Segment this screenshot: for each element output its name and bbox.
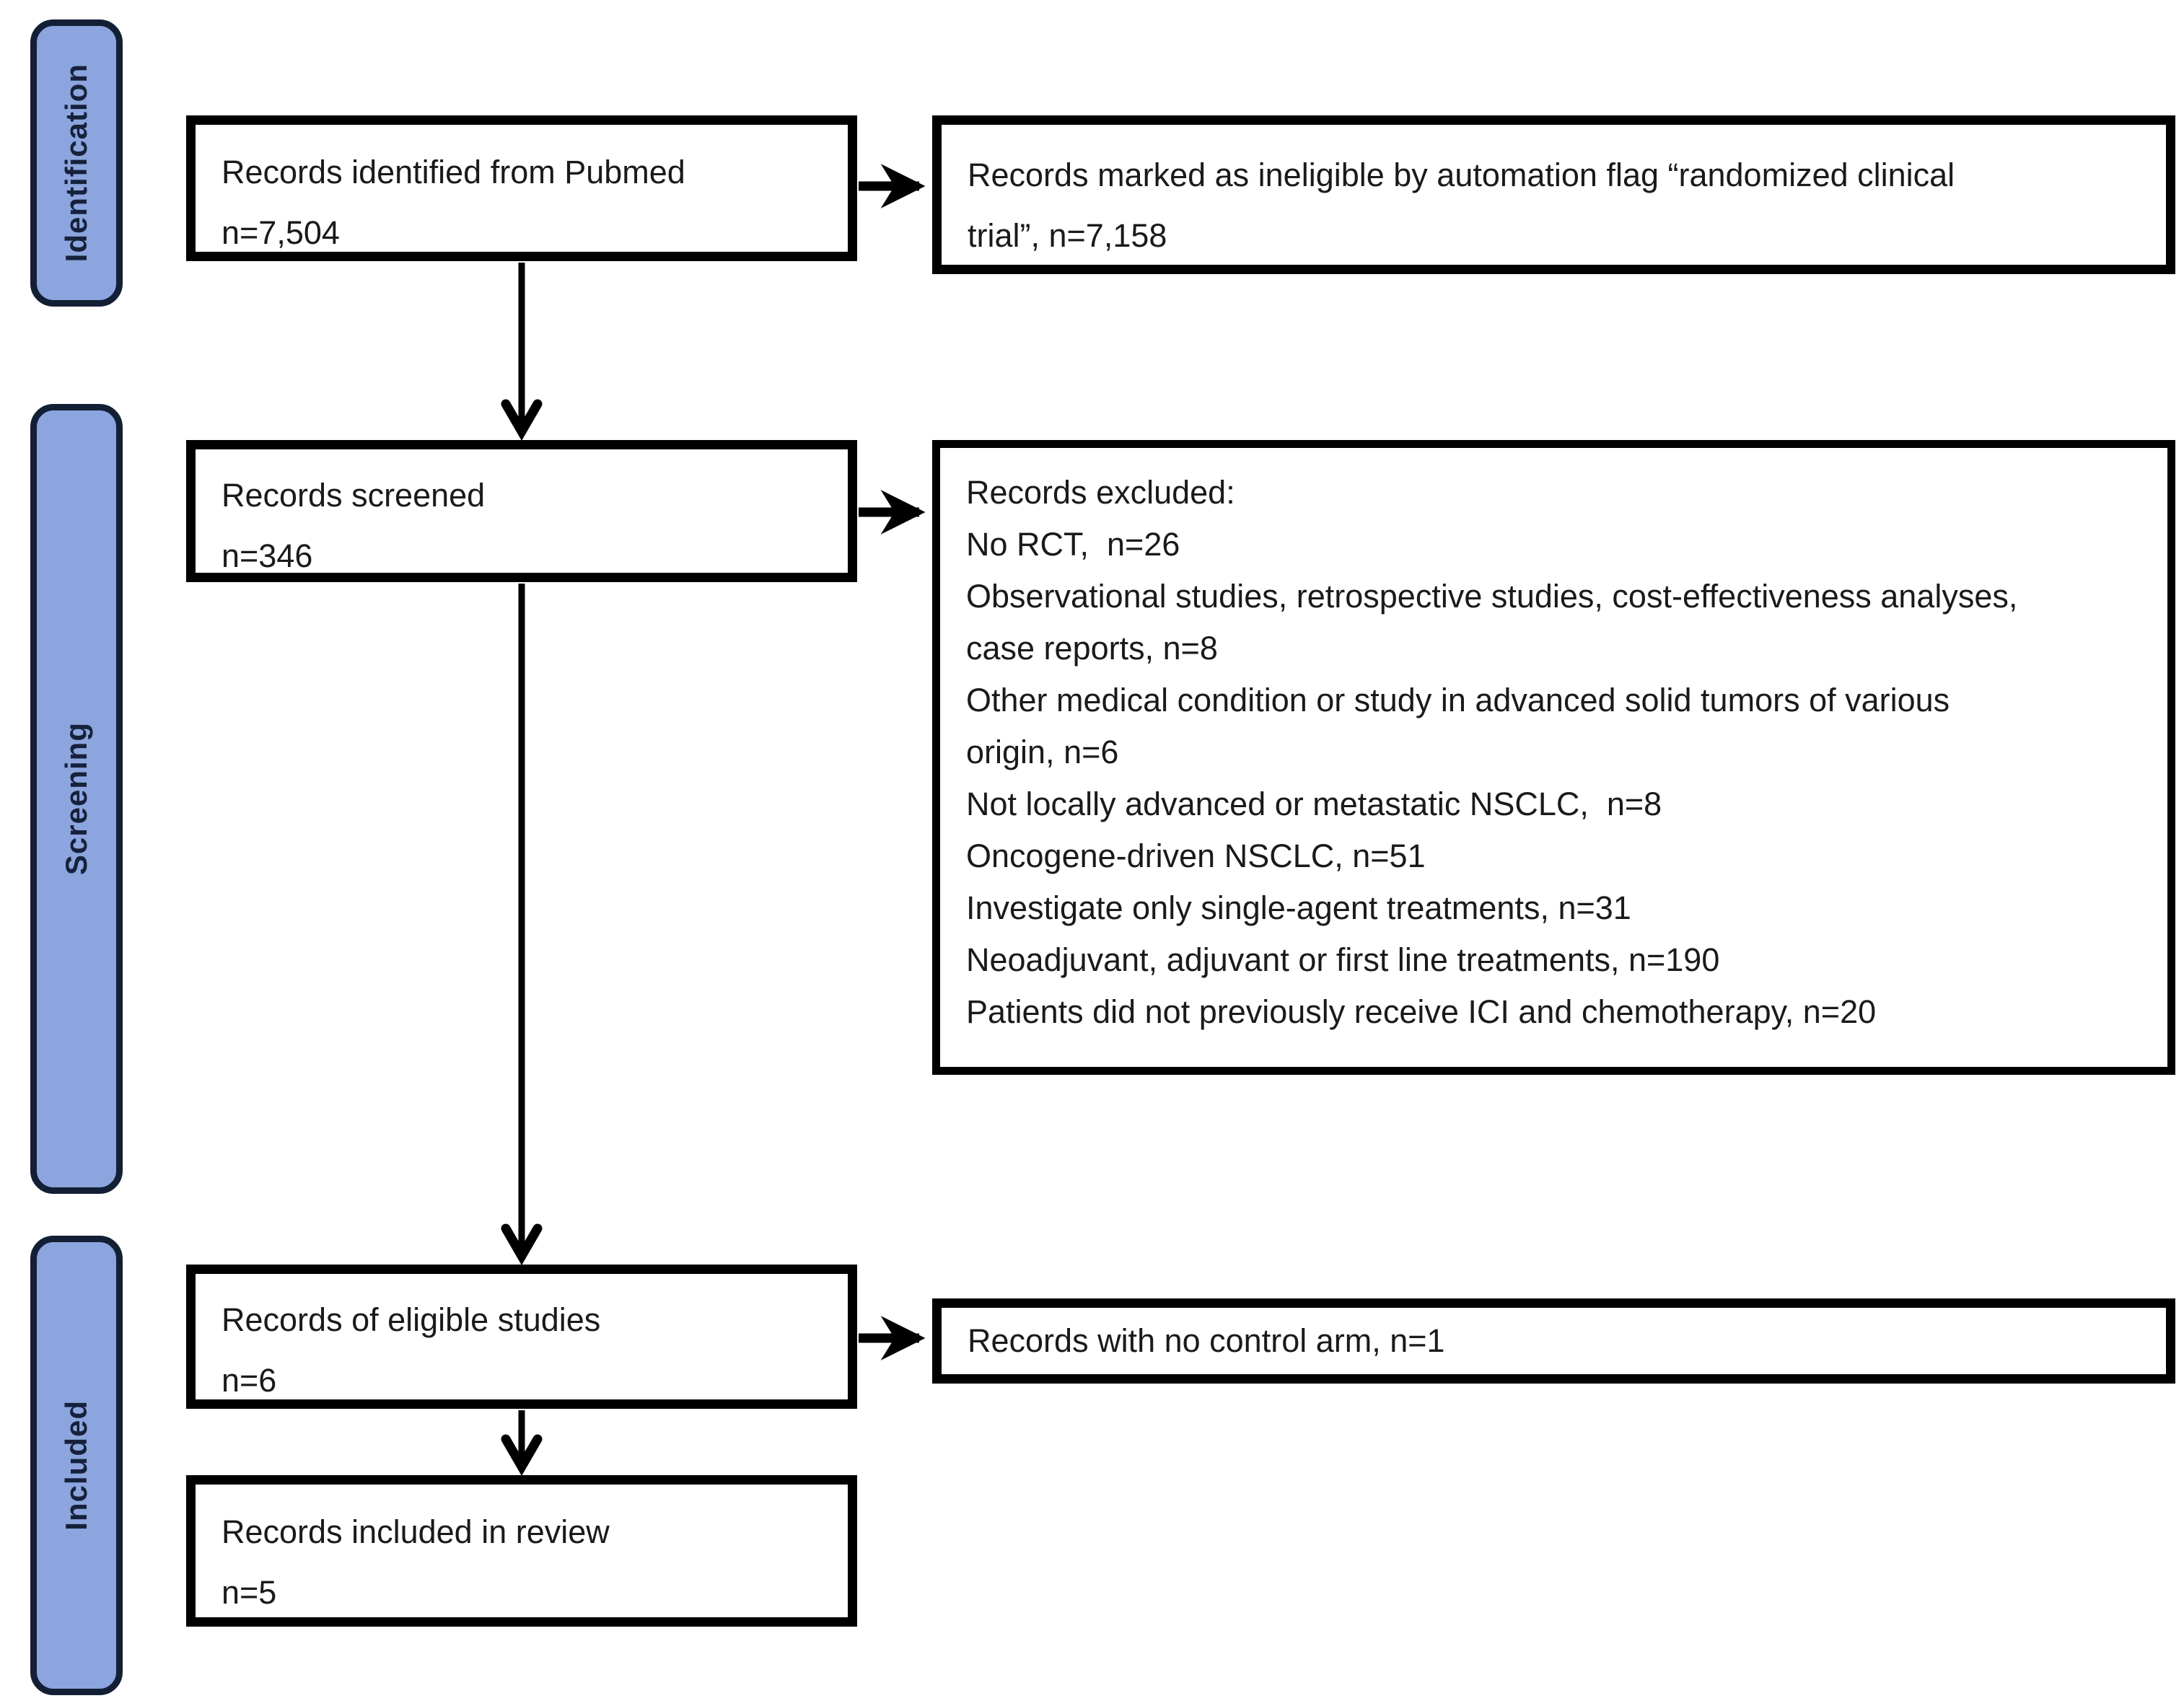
- excluded-reason: No RCT, n=26: [966, 526, 1180, 563]
- box-records-excluded: Records excluded: No RCT, n=26 Observati…: [932, 440, 2175, 1075]
- stage-label-screening-text: Screening: [59, 722, 93, 876]
- records-eligible-label: Records of eligible studies: [222, 1301, 601, 1338]
- records-screened-count: n=346: [222, 537, 313, 574]
- records-excluded-title: Records excluded:: [966, 474, 1235, 511]
- records-eligible-count: n=6: [222, 1362, 277, 1399]
- stage-label-identification: Identification: [30, 19, 123, 307]
- box-records-eligible: Records of eligible studies n=6: [186, 1265, 857, 1409]
- stage-label-screening: Screening: [30, 404, 123, 1194]
- excluded-reason: Investigate only single-agent treatments…: [966, 889, 1631, 926]
- box-records-ineligible-automation: Records marked as ineligible by automati…: [932, 115, 2175, 274]
- records-screened-label: Records screened: [222, 477, 486, 514]
- records-ineligible-text: Records marked as ineligible by automati…: [968, 157, 1964, 254]
- records-identified-count: n=7,504: [222, 214, 340, 251]
- excluded-reason: Neoadjuvant, adjuvant or first line trea…: [966, 941, 1720, 978]
- excluded-reason: Not locally advanced or metastatic NSCLC…: [966, 786, 1662, 822]
- excluded-reason: Patients did not previously receive ICI …: [966, 993, 1877, 1030]
- records-included-review-label: Records included in review: [222, 1513, 610, 1550]
- box-records-identified: Records identified from Pubmed n=7,504: [186, 115, 857, 261]
- excluded-reason: Oncogene-driven NSCLC, n=51: [966, 837, 1426, 874]
- stage-label-included: Included: [30, 1236, 123, 1695]
- box-records-screened: Records screened n=346: [186, 440, 857, 582]
- stage-label-included-text: Included: [59, 1400, 93, 1531]
- records-identified-label: Records identified from Pubmed: [222, 154, 685, 190]
- box-records-included-review: Records included in review n=5: [186, 1475, 857, 1627]
- box-records-no-control-arm: Records with no control arm, n=1: [932, 1298, 2175, 1384]
- excluded-reason: Observational studies, retrospective stu…: [966, 578, 2027, 667]
- records-included-review-count: n=5: [222, 1574, 277, 1611]
- excluded-reason: Other medical condition or study in adva…: [966, 682, 1959, 770]
- stage-label-identification-text: Identification: [59, 63, 93, 263]
- records-no-control-arm-text: Records with no control arm, n=1: [968, 1322, 1445, 1359]
